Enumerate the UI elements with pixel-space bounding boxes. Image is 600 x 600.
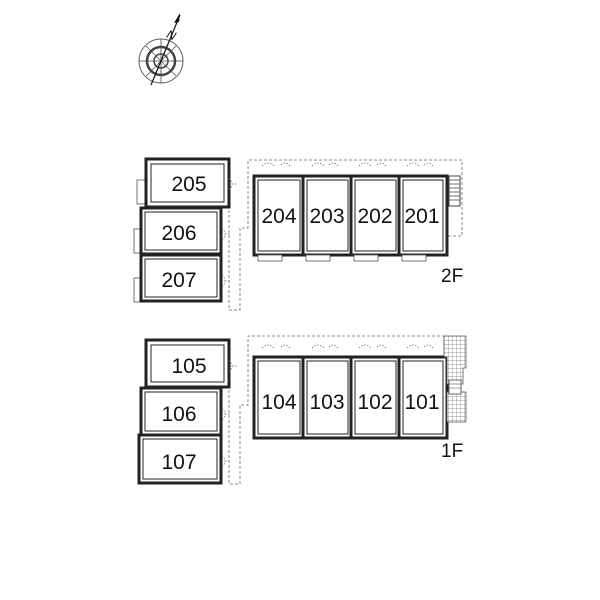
unit-104: 104: [252, 355, 306, 440]
unit-label: 203: [309, 205, 344, 228]
tiled-entrance-1f: [443, 335, 467, 423]
floor-2f: 205 206 207 204 203: [133, 157, 463, 311]
balcony: [257, 254, 283, 262]
door-swing: [221, 407, 230, 421]
unit-203: 203: [301, 174, 354, 262]
door-swing: [221, 227, 230, 241]
unit-106: 106: [139, 386, 230, 437]
unit-label: 102: [357, 391, 392, 414]
unit-206: 206: [139, 206, 230, 256]
unit-107: 107: [137, 433, 230, 485]
door-swings-2f: [261, 162, 434, 167]
unit-102: 102: [349, 355, 402, 440]
unit-103: 103: [301, 355, 354, 440]
corridor-1f: [228, 335, 444, 485]
unit-label: 206: [161, 222, 196, 245]
unit-label: 105: [171, 355, 206, 378]
balcony: [401, 254, 427, 262]
door-swings-1f: [261, 344, 434, 349]
staircase-2f: [448, 175, 461, 207]
unit-105: 105: [144, 338, 237, 389]
floor-1f: 105 106 107 104 103: [137, 335, 467, 485]
compass-rose-icon: N: [138, 13, 184, 86]
unit-205: 205: [144, 157, 237, 209]
door-swing: [228, 177, 237, 191]
floor-label-2f: 2F: [441, 266, 463, 287]
unit-label: 104: [261, 391, 296, 414]
unit-label: 201: [404, 205, 439, 228]
unit-label: 103: [309, 391, 344, 414]
unit-label: 207: [161, 269, 196, 292]
door-swing: [221, 454, 230, 468]
unit-207: 207: [139, 253, 230, 303]
unit-label: 106: [161, 403, 196, 426]
balcony: [353, 254, 379, 262]
unit-label: 101: [404, 391, 439, 414]
floor-label-1f: 1F: [441, 441, 463, 462]
unit-label: 202: [357, 205, 392, 228]
corridor-2f: [228, 159, 463, 311]
balcony: [305, 254, 331, 262]
unit-201: 201: [397, 174, 449, 262]
unit-101: 101: [397, 355, 449, 440]
door-swing: [228, 359, 237, 373]
door-swing: [221, 274, 230, 288]
unit-202: 202: [349, 174, 402, 262]
unit-label: 107: [161, 451, 196, 474]
unit-label: 204: [261, 205, 296, 228]
unit-204: 204: [252, 174, 306, 262]
unit-label: 205: [171, 173, 206, 196]
